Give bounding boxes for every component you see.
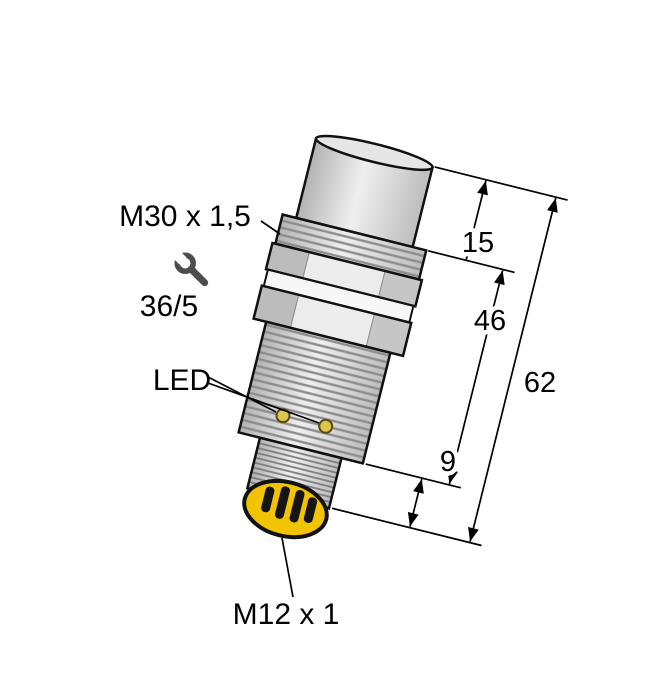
connector-pin-slots — [261, 486, 318, 523]
led-dot-2 — [318, 418, 334, 434]
led-dot-1 — [275, 408, 291, 424]
dimension-line-46 — [447, 270, 505, 485]
connector-pin-slot — [303, 497, 318, 523]
m12-connector — [242, 436, 343, 540]
cap-top-face — [314, 134, 434, 172]
dim-value-62: 62 — [524, 367, 556, 399]
extension-lines — [331, 166, 568, 547]
dimension-line-62 — [468, 197, 558, 542]
extension-line — [365, 463, 462, 489]
label-thread-size: M30 x 1,5 — [119, 200, 251, 233]
dim-value-46: 46 — [474, 305, 506, 337]
dimension-line-9 — [407, 478, 424, 527]
wrench-icon — [171, 249, 209, 287]
connector-pin-slot — [261, 486, 275, 513]
connector-pin-slot — [289, 489, 305, 523]
sensor-assembly — [237, 134, 568, 547]
label-connector-thread: M12 x 1 — [233, 598, 340, 631]
label-led: LED — [153, 364, 211, 397]
label-wrench-size: 36/5 — [140, 290, 198, 323]
leader-m12 — [281, 537, 294, 598]
extension-line — [331, 507, 482, 547]
extension-line — [434, 166, 568, 201]
leader-m30 — [260, 220, 281, 235]
dimension-lines — [407, 180, 558, 542]
leader-led-2 — [207, 382, 320, 424]
dim-value-15: 15 — [462, 227, 494, 259]
dim-value-9: 9 — [440, 446, 456, 478]
hex-nut-lower — [252, 284, 413, 358]
connector-pin-slot — [274, 486, 290, 519]
sensor-head-cap — [294, 134, 435, 249]
leader-lines — [207, 220, 320, 598]
